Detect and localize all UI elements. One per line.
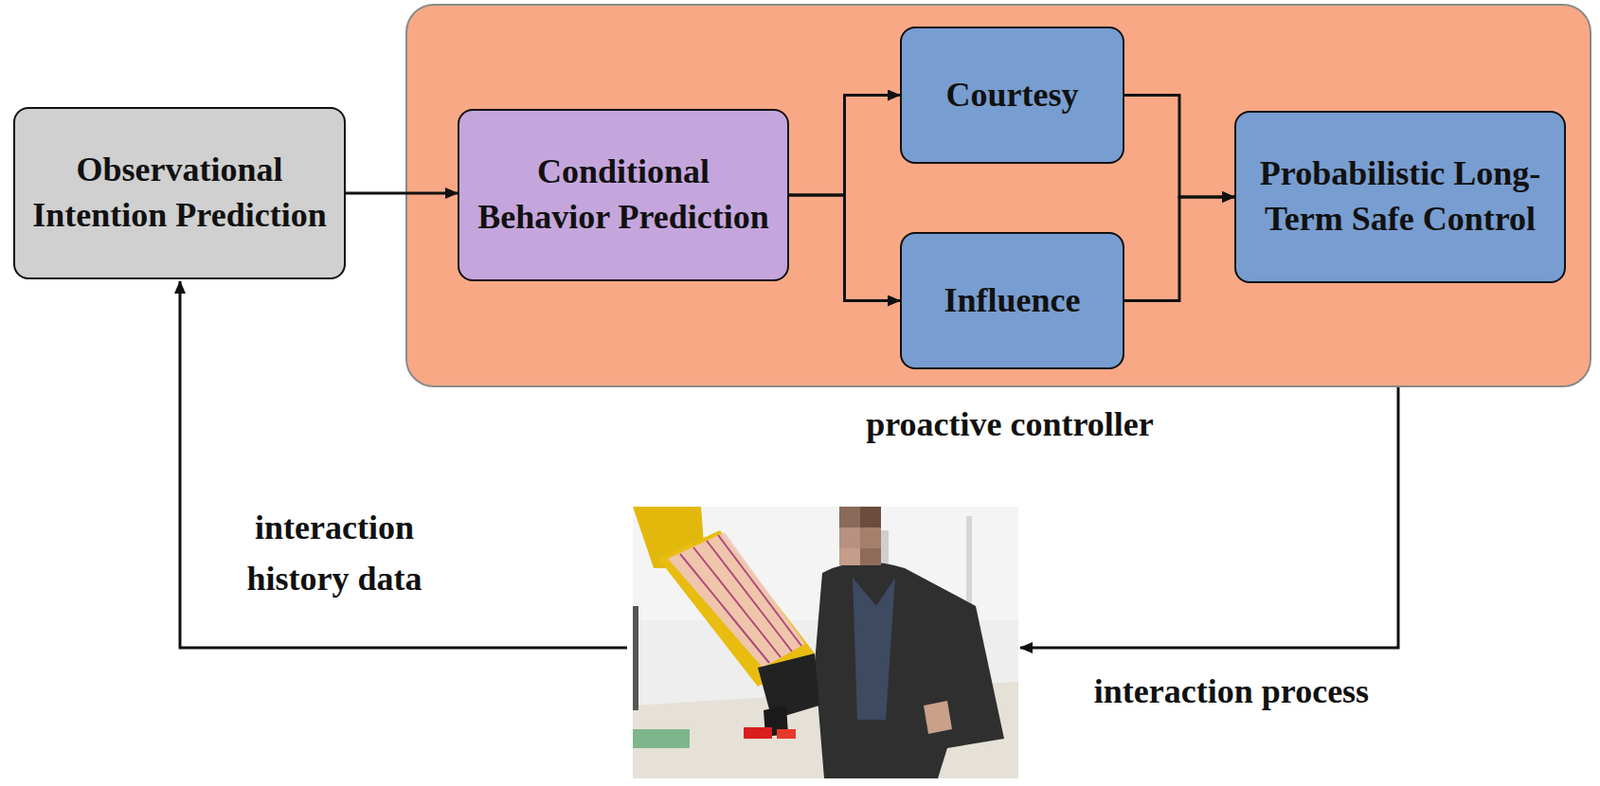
box-text: Courtesy bbox=[933, 72, 1093, 119]
arrow-connector bbox=[789, 95, 900, 197]
process-box: Courtesy bbox=[899, 26, 1125, 164]
arrow-connector bbox=[345, 192, 458, 196]
process-box: Conditional Behavior Prediction bbox=[457, 108, 790, 282]
process-box: Probabilistic Long-Term Safe Control bbox=[1234, 110, 1566, 284]
loop-label: interaction history data bbox=[215, 502, 453, 605]
process-box: Observational Intention Prediction bbox=[13, 107, 346, 280]
region-heading: proactive controller bbox=[430, 402, 1590, 449]
controller-region: proactive controllerConditional Behavior… bbox=[405, 3, 1592, 388]
box-text: Influence bbox=[931, 278, 1095, 324]
process-box: Influence bbox=[899, 232, 1125, 370]
box-text: Conditional Behavior Prediction bbox=[459, 149, 788, 241]
arrow-connector bbox=[1124, 197, 1235, 302]
robot-photo bbox=[632, 506, 1019, 779]
box-text: Observational Intention Prediction bbox=[15, 147, 344, 239]
loop-label: interaction process bbox=[1032, 665, 1431, 718]
arrow-connector bbox=[789, 195, 900, 302]
arrow-connector bbox=[1124, 95, 1235, 198]
box-text: Probabilistic Long-Term Safe Control bbox=[1236, 151, 1565, 243]
